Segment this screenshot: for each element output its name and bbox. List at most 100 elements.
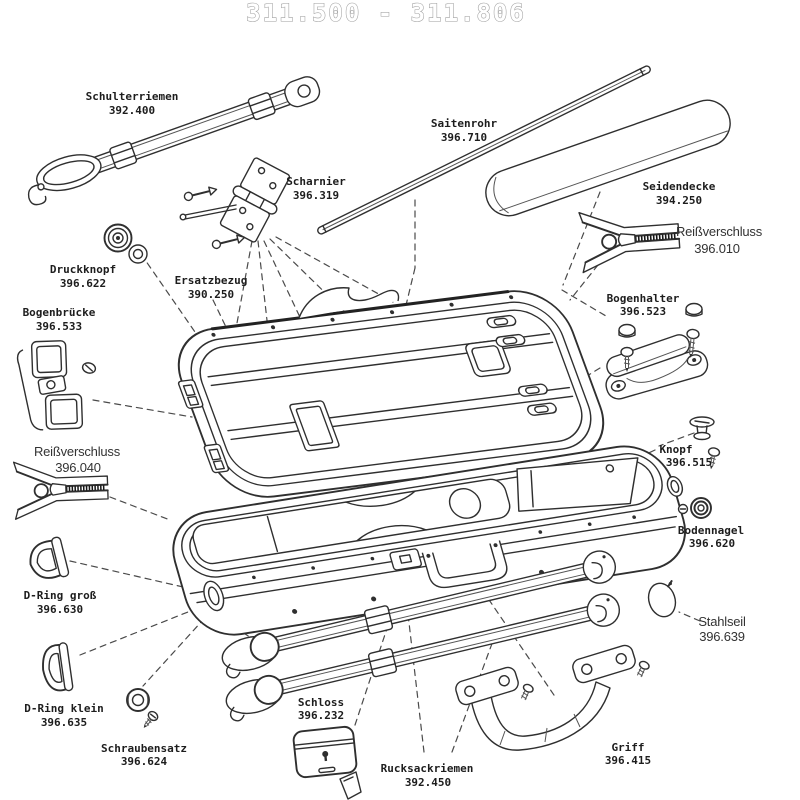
part-label-druckknopf: Druckknopf 396.622: [50, 263, 116, 290]
part-name: Seidendecke: [643, 180, 716, 193]
part-label-rucksackriemen: Rucksackriemen 392.450: [381, 762, 474, 789]
bow-bridge-drawing: [16, 340, 97, 431]
part-label-saitenrohr: Saitenrohr 396.710: [431, 117, 498, 144]
dring-small-drawing: [42, 642, 74, 692]
part-number: 392.450: [405, 776, 451, 789]
handle-drawing: [455, 644, 650, 751]
part-label-griff: Griff 396.415: [605, 741, 651, 767]
part-number: 396.639: [699, 629, 745, 644]
case-end-ring: [666, 475, 684, 497]
part-number: 396.533: [36, 320, 82, 333]
part-name: D-Ring klein: [24, 702, 103, 715]
zipper-pull-icon: [33, 483, 49, 499]
part-label-bogenhalter: Bogenhalter 396.523: [607, 292, 680, 318]
part-label-knopf: Knopf 396.515: [659, 443, 712, 469]
case-handle-mount: [421, 540, 508, 589]
part-number: 396.319: [293, 189, 339, 202]
cap-nut-icon: [618, 323, 636, 338]
bridge-screw-icon: [81, 362, 97, 374]
part-label-schraubensatz: Schraubensatz 396.624: [101, 742, 187, 768]
part-name: Schloss: [298, 696, 344, 709]
part-number: 396.010: [694, 241, 740, 256]
holder-screw-icon: [620, 346, 634, 372]
case-lid-drawing: [177, 290, 605, 498]
part-name: Schraubensatz: [101, 742, 187, 755]
part-label-dring-gross: D-Ring groß 396.630: [24, 589, 97, 616]
part-number: 394.250: [656, 194, 702, 207]
holder-screw-icon: [686, 328, 700, 358]
snap-fastener-drawing: [103, 223, 148, 264]
hinge-drawing: [179, 157, 291, 250]
cap-nut-icon: [685, 302, 703, 317]
part-number: 396.620: [689, 537, 735, 550]
zipper-slider-icon: [49, 483, 67, 496]
part-label-bodennagel: Bodennagel 396.620: [678, 524, 744, 550]
part-name: Knopf: [659, 443, 692, 456]
part-label-bogenbruecke: Bogenbrücke 396.533: [23, 306, 96, 333]
part-name: Bogenbrücke: [23, 306, 96, 319]
part-label-ersatzbezug: Ersatzbezug 390.250: [175, 274, 248, 301]
strap-pad: [36, 154, 102, 192]
part-name: Stahlseil: [698, 614, 746, 629]
lock-drawing: [292, 725, 362, 800]
knob-screw-icon: [707, 447, 721, 470]
carabiner-hook-icon: [27, 183, 47, 206]
part-name: D-Ring groß: [24, 589, 97, 602]
screw-set-drawing: [126, 688, 159, 728]
bow-keeper-clips: [486, 314, 557, 416]
set-screw-icon: [143, 710, 159, 728]
part-name: Reißverschluss: [676, 224, 763, 239]
zipper-left-drawing: [12, 461, 109, 520]
part-label-schulterriemen: Schulterriemen 392.400: [86, 90, 179, 117]
dring-large-drawing: [29, 536, 70, 579]
lid-latch-brackets: [177, 379, 230, 474]
part-name: Druckknopf: [50, 263, 116, 276]
part-name: Bodennagel: [678, 524, 744, 537]
zipper-top-drawing: [578, 212, 681, 274]
bow-holder-drawing: [605, 302, 709, 400]
handle-screw-icon: [636, 660, 650, 678]
part-label-scharnier: Scharnier 396.319: [286, 175, 346, 202]
steel-cable-drawing: [647, 580, 677, 618]
case-lock-keeper: [389, 548, 423, 571]
part-number: 396.515: [666, 456, 712, 469]
part-label-reissverschluss-top: Reißverschluss 396.010: [676, 224, 763, 256]
part-label-schloss: Schloss 396.232: [298, 696, 344, 722]
part-name: Bogenhalter: [607, 292, 680, 305]
part-number: 396.635: [41, 716, 87, 729]
installed-knob: [605, 464, 615, 473]
part-name: Saitenrohr: [431, 117, 498, 130]
part-name: Scharnier: [286, 175, 346, 188]
silk-cover-drawing: [485, 99, 731, 217]
case-dring-bracket: [203, 580, 225, 612]
knob-drawing: [689, 416, 721, 470]
zipper-pull-icon: [601, 233, 618, 250]
part-label-seidendecke: Seidendecke 394.250: [643, 180, 716, 207]
part-number: 392.400: [109, 104, 155, 117]
shoulder-strap-drawing: [27, 76, 321, 206]
part-name: Griff: [611, 741, 644, 754]
part-label-stahlseil: Stahlseil 396.639: [698, 614, 746, 644]
part-number: 396.523: [620, 305, 666, 318]
bottom-stud-drawing: [677, 497, 712, 519]
diagram-title: 311.500 - 311.806: [246, 0, 526, 27]
part-number: 396.232: [298, 709, 344, 722]
hinge-pin-icon: [183, 186, 218, 202]
part-number: 396.630: [37, 603, 83, 616]
hinge-pin-icon: [211, 234, 246, 250]
part-number: 396.040: [55, 460, 101, 475]
part-labels: Schulterriemen 392.400 Saitenrohr 396.71…: [23, 90, 763, 789]
string-tube-drawing: [317, 65, 651, 235]
lining-flap-drawing: [298, 287, 400, 319]
part-number: 396.622: [60, 277, 106, 290]
lid-pocket: [289, 400, 340, 452]
part-number: 390.250: [188, 288, 234, 301]
part-name: Rucksackriemen: [381, 762, 474, 775]
part-number: 396.624: [121, 755, 168, 768]
part-number: 396.415: [605, 754, 651, 767]
zipper-slider-icon: [617, 233, 636, 247]
lid-block: [465, 339, 511, 378]
part-name: Schulterriemen: [86, 90, 179, 103]
